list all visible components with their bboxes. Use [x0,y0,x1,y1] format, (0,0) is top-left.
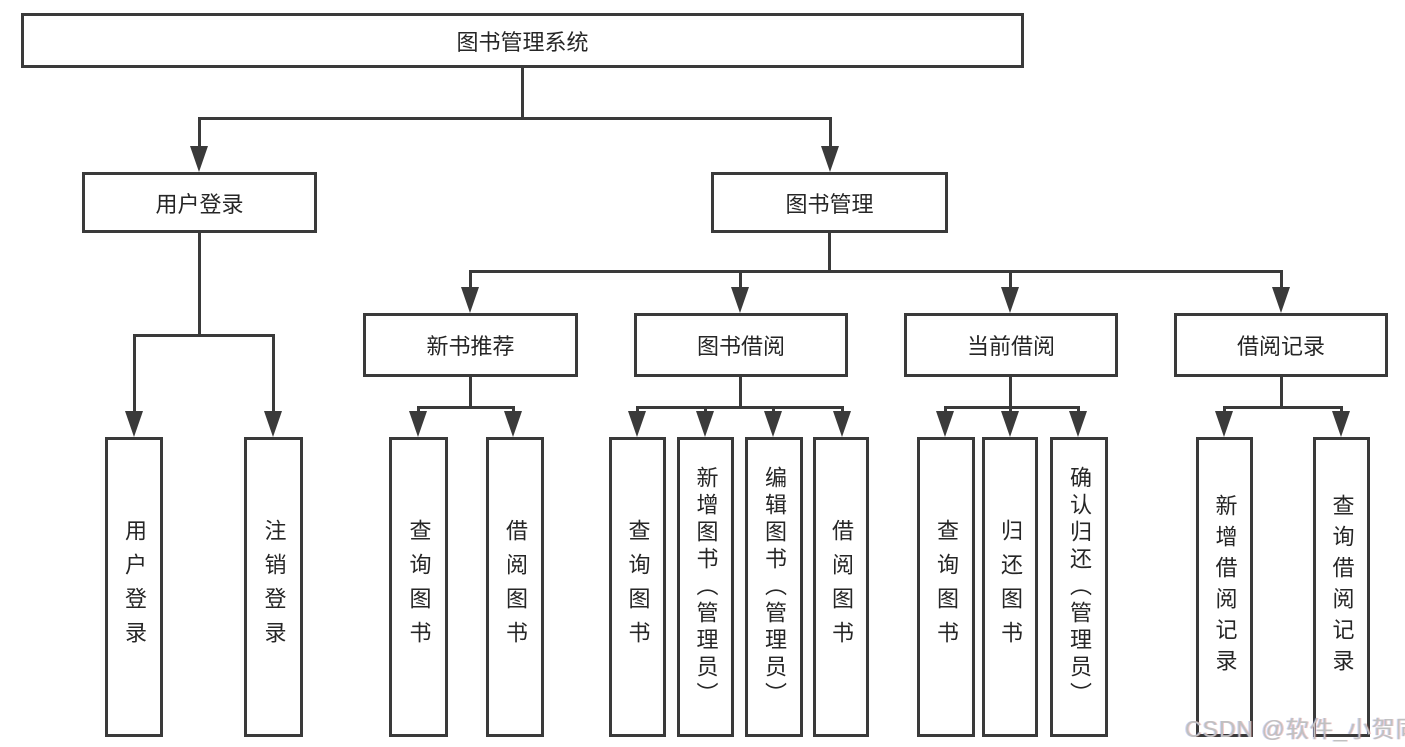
connector-line [272,334,275,416]
leaf-label: 新增借阅记录 [1212,494,1238,680]
arrowhead-icon [264,411,282,437]
connector-line [1280,270,1283,292]
leaf-label: 查询图书 [625,519,651,655]
leaf-add-books-admin: 新增图书（管理员） [677,437,734,737]
leaf-query-borrow-record: 查询借阅记录 [1313,437,1370,737]
node-label: 用户登录 [155,191,244,217]
arrowhead-icon [504,411,522,437]
leaf-borrow-books-recommend: 借阅图书 [486,437,544,737]
leaf-user-login: 用户登录 [105,437,163,737]
arrowhead-icon [696,411,714,437]
leaf-label: 编辑图书（管理员） [762,465,787,709]
connector-line [133,334,275,337]
arrowhead-icon [821,146,839,172]
node-book-management: 图书管理 [711,172,948,233]
connector-line [1009,377,1012,409]
arrowhead-icon [1332,411,1350,437]
connector-line [521,68,524,119]
arrowhead-icon [461,287,479,313]
connector-line [469,270,1283,273]
leaf-label: 查询图书 [934,519,959,655]
node-new-book-recommend: 新书推荐 [363,313,578,377]
leaf-confirm-return-admin: 确认归还（管理员） [1050,437,1108,737]
node-current-borrowing: 当前借阅 [904,313,1118,377]
leaf-borrow-books-borrowing: 借阅图书 [813,437,869,737]
node-root-label: 图书管理系统 [456,29,589,55]
connector-line [469,270,472,292]
leaf-label: 查询图书 [406,519,432,655]
arrowhead-icon [125,411,143,437]
node-label: 借阅记录 [1236,334,1325,359]
node-label: 当前借阅 [966,334,1055,359]
connector-line [739,377,742,409]
connector-line [1280,377,1283,409]
leaf-label: 用户登录 [122,519,147,655]
leaf-return-books: 归还图书 [982,437,1038,737]
arrowhead-icon [731,287,749,313]
leaf-label: 借阅图书 [829,519,854,655]
node-label: 图书借阅 [696,334,785,359]
connector-line [1223,406,1343,409]
node-root-system: 图书管理系统 [21,13,1024,68]
connector-line [198,117,832,120]
leaf-label: 归还图书 [998,519,1023,655]
leaf-label: 新增图书（管理员） [693,465,719,709]
connector-line [133,334,136,416]
arrowhead-icon [1001,411,1019,437]
connector-line [636,406,844,409]
leaf-query-books-recommend: 查询图书 [389,437,448,737]
leaf-query-books-borrowing: 查询图书 [609,437,666,737]
arrowhead-icon [190,146,208,172]
connector-line [739,270,742,292]
arrowhead-icon [936,411,954,437]
arrowhead-icon [833,411,851,437]
leaf-logout: 注销登录 [244,437,303,737]
arrowhead-icon [628,411,646,437]
node-borrow-records: 借阅记录 [1174,313,1388,377]
leaf-label: 注销登录 [261,519,287,655]
node-user-login: 用户登录 [82,172,317,233]
connector-line [417,406,515,409]
arrowhead-icon [764,411,782,437]
arrowhead-icon [1215,411,1233,437]
connector-line [828,233,831,273]
connector-line [198,117,201,151]
node-label: 图书管理 [785,191,874,217]
leaf-label: 查询借阅记录 [1329,494,1355,680]
leaf-add-borrow-record: 新增借阅记录 [1196,437,1253,737]
node-label: 新书推荐 [426,334,515,359]
connector-line [469,377,472,409]
connector-line [944,406,1080,409]
arrowhead-icon [409,411,427,437]
connector-line [1009,270,1012,292]
connector-line [198,233,201,337]
arrowhead-icon [1272,287,1290,313]
csdn-watermark: CSDN @软件_小贺同学 [1185,716,1405,742]
arrowhead-icon [1069,411,1087,437]
leaf-label: 确认归还（管理员） [1067,465,1092,709]
leaf-edit-books-admin: 编辑图书（管理员） [745,437,803,737]
node-book-borrowing: 图书借阅 [634,313,848,377]
connector-line [829,117,832,151]
leaf-label: 借阅图书 [503,519,528,655]
leaf-query-books-current: 查询图书 [917,437,975,737]
arrowhead-icon [1001,287,1019,313]
